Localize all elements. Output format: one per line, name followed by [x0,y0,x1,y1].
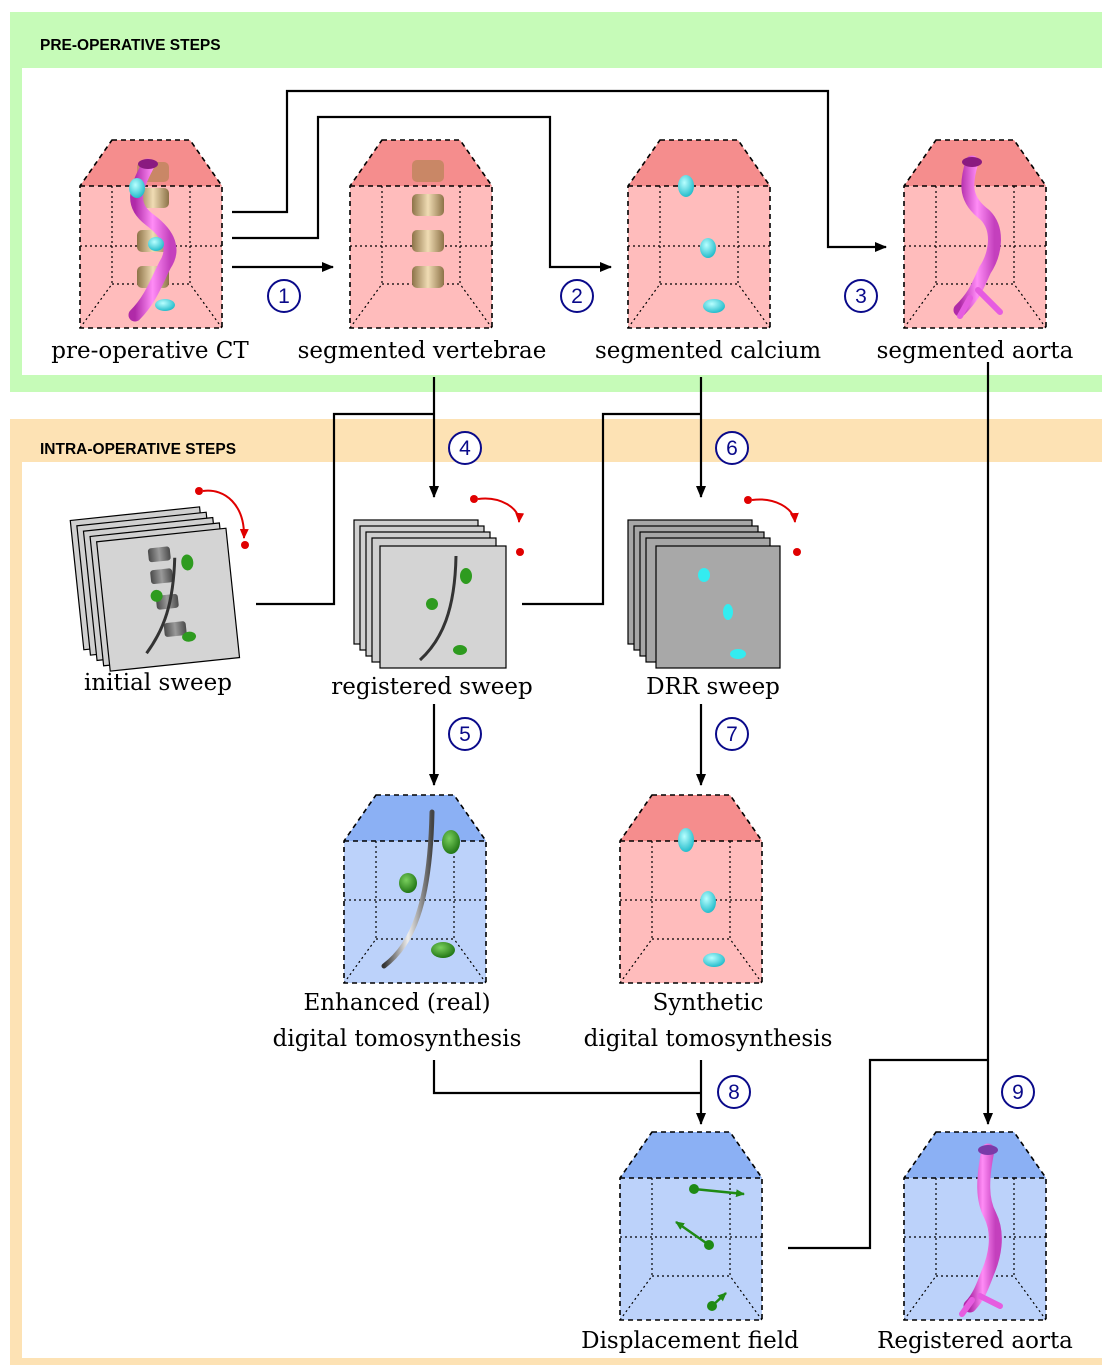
initial-sweep-label: initial sweep [84,670,232,696]
registered-sweep-stack [353,519,507,669]
calcium-icon [678,175,725,313]
catheter-icon [381,809,435,969]
synthetic-dts-label-line2: digital tomosynthesis [584,1026,833,1052]
initial-sweep-stack [69,506,241,672]
drr-sweep-label: DRR sweep [646,674,780,700]
vertebrae-icon [412,160,444,288]
step-7-badge: 7 [715,717,749,751]
rotation-arrow-icon [195,487,249,549]
pre-operative-ct-volume [79,139,223,329]
enhanced-dts-label-line2: digital tomosynthesis [273,1026,522,1052]
enhanced-dts-label-line1: Enhanced (real) [303,990,490,1016]
segmented-aorta-label: segmented aorta [877,338,1074,364]
svg-text:4: 4 [459,437,471,460]
pre-operative-connectors [232,89,887,272]
svg-text:8: 8 [728,1081,740,1104]
svg-text:1: 1 [278,285,290,308]
svg-text:6: 6 [726,437,738,460]
segmented-calcium-label: segmented calcium [595,338,821,364]
segmented-vertebrae-volume [349,139,493,329]
intra-operative-title: INTRA-OPERATIVE STEPS [40,441,236,458]
calcium-icon [678,828,725,967]
displacement-field-volume [619,1131,763,1321]
registered-aorta-label: Registered aorta [877,1328,1073,1354]
step-4-badge: 4 [448,431,482,465]
pre-operative-ct-label: pre-operative CT [51,338,249,364]
synthetic-dts-volume [619,794,763,984]
step-5-badge: 5 [448,717,482,751]
drr-sweep-stack [627,519,781,669]
step-6-badge: 6 [715,431,749,465]
segmented-aorta-volume [903,139,1047,329]
rotation-arrow-icon [470,495,525,556]
registered-sweep-label: registered sweep [331,674,532,700]
svg-text:7: 7 [726,723,738,746]
segmented-vertebrae-label: segmented vertebrae [298,338,547,364]
step-badges: 1 2 3 4 5 6 7 8 [267,279,1035,1109]
step-8-badge: 8 [717,1075,751,1109]
displacement-field-label: Displacement field [581,1328,799,1354]
step-2-badge: 2 [560,279,594,313]
svg-text:2: 2 [571,285,583,308]
pre-operative-title: PRE-OPERATIVE STEPS [40,37,221,54]
rotation-arrow-icon [744,496,801,556]
enhanced-dts-volume [343,794,487,984]
displacement-vector-icon [675,1184,745,1311]
step-3-badge: 3 [844,279,878,313]
step-1-badge: 1 [267,279,301,313]
step-9-badge: 9 [1001,1075,1035,1109]
aorta-icon [963,1143,1002,1313]
svg-text:9: 9 [1012,1081,1024,1104]
calcium-icon [129,178,145,198]
svg-text:5: 5 [459,723,471,746]
registered-aorta-volume [903,1131,1047,1321]
synthetic-dts-label-line1: Synthetic [653,990,764,1016]
segmented-calcium-volume [627,139,771,329]
svg-text:3: 3 [855,285,867,308]
intra-operative-connectors [256,362,993,1250]
